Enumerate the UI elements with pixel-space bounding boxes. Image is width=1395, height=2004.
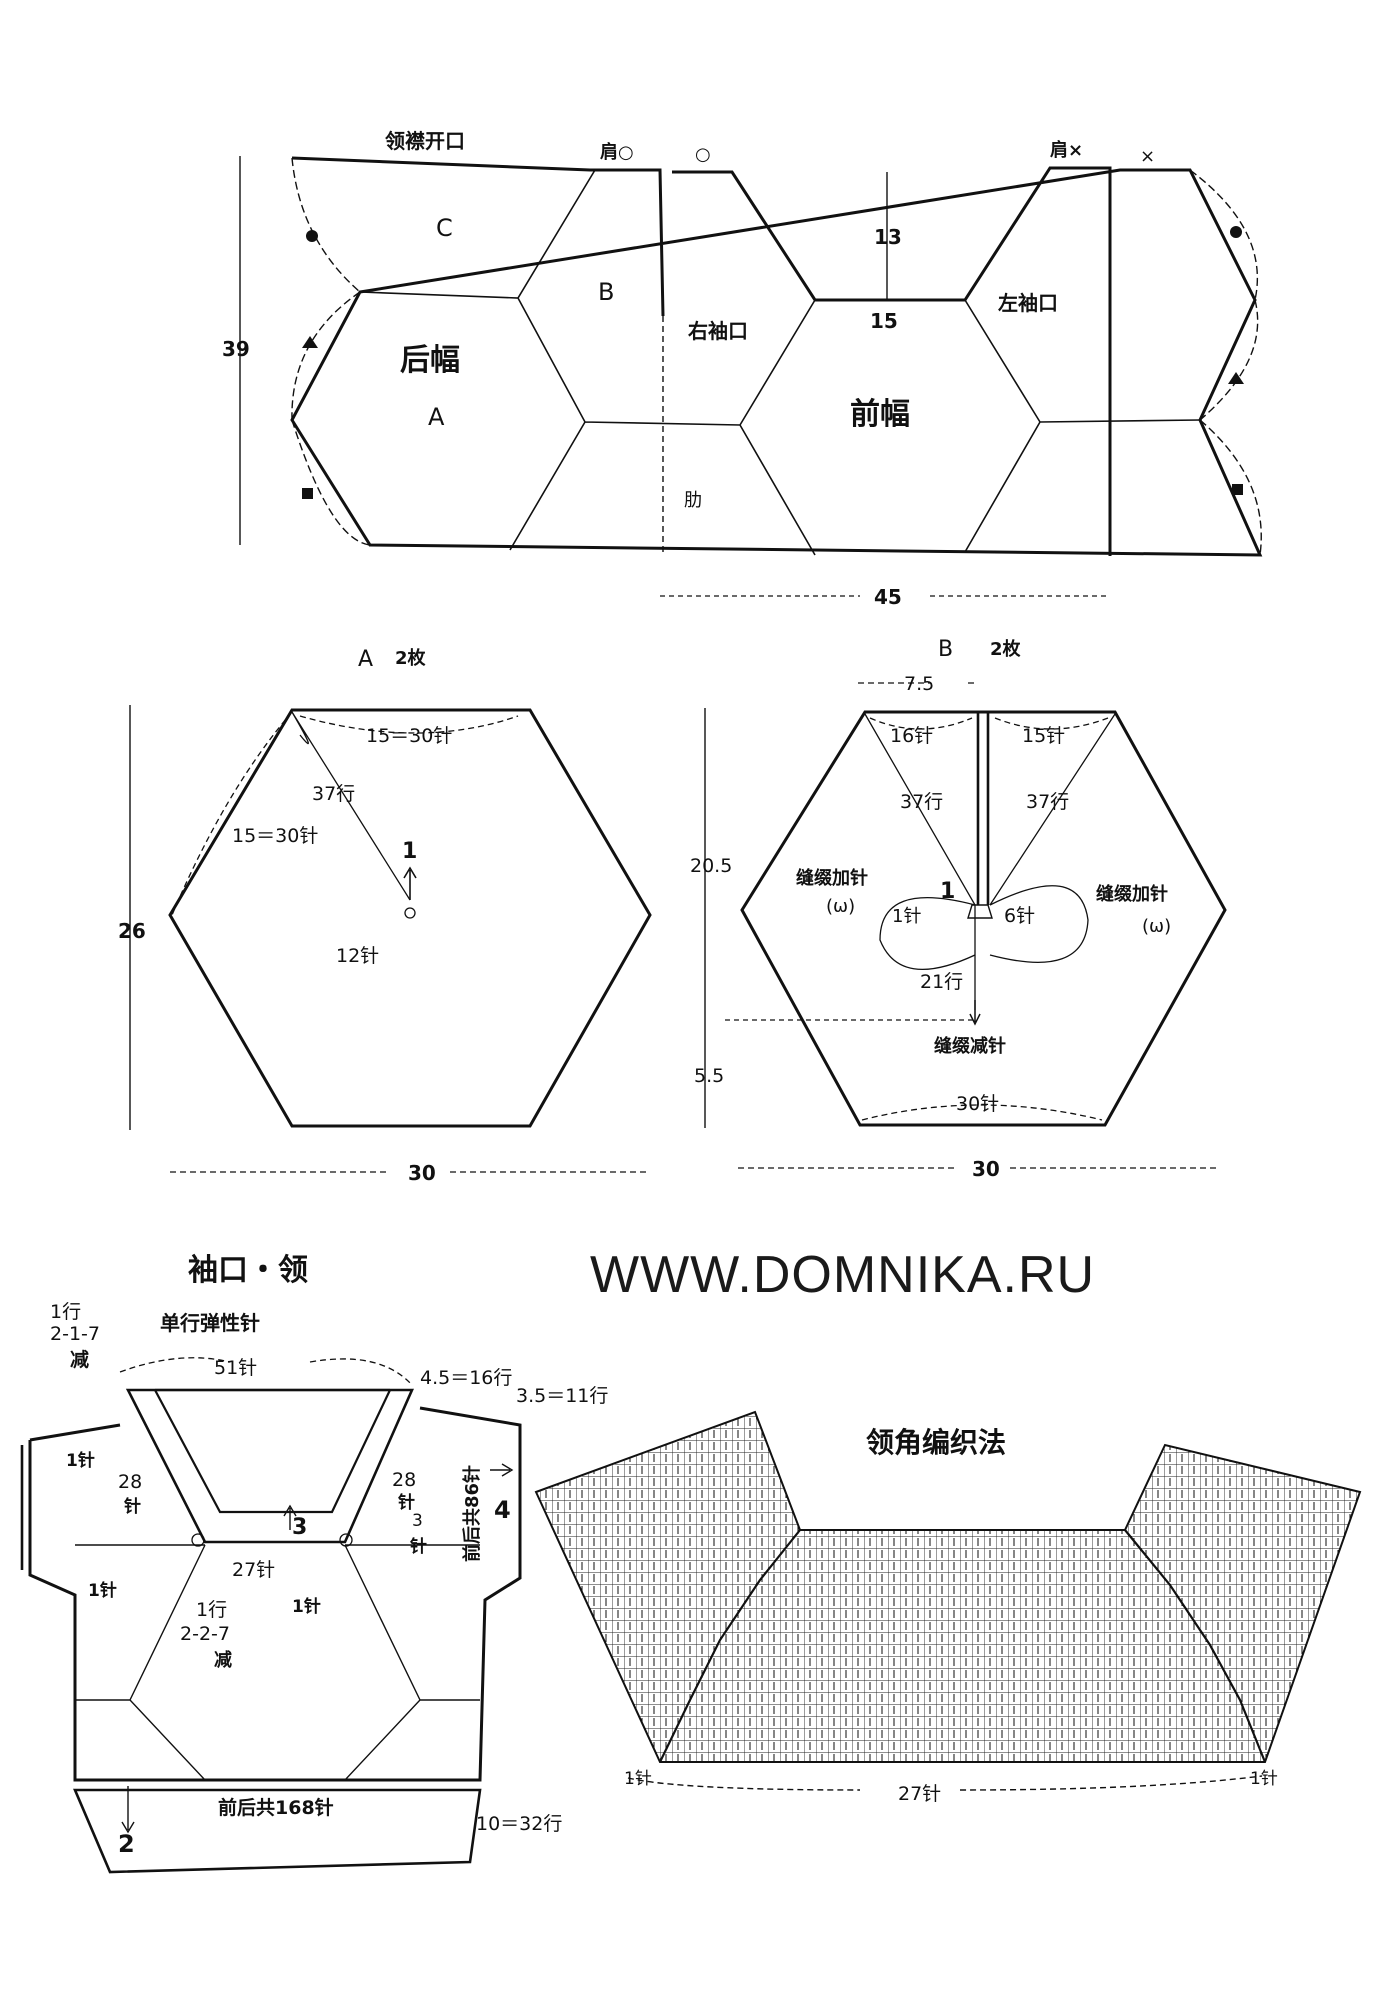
neck-depth-label: 13	[874, 225, 902, 249]
collar-chart	[534, 1410, 1362, 1791]
left-one-stitch-b: 1针	[88, 1580, 117, 1601]
hexagon-a-count: 2枚	[395, 647, 427, 669]
hexagon-a-top-edge: 15＝30针	[366, 725, 452, 747]
hexagon-b	[704, 682, 1227, 1169]
shoulder-o-left-label: 肩○	[600, 141, 634, 163]
hexagon-b-left-increase: 缝缀加针	[796, 867, 868, 889]
hexagon-b-left-rows: 37行	[900, 791, 943, 813]
hem-rows: 10＝32行	[476, 1813, 562, 1835]
square-marker-icon	[302, 488, 313, 499]
hexagon-a-height: 26	[118, 919, 146, 943]
right-top-rows: 4.5＝16行	[420, 1367, 512, 1389]
hexagon-b-decrease: 缝缀减针	[934, 1035, 1006, 1057]
collar-chart-title: 领角编织法	[866, 1426, 1006, 1459]
hexagon-b-left-top: 16针	[890, 725, 933, 747]
bottom-neck-stitches: 27针	[232, 1559, 275, 1581]
cuff-collar-diagram	[20, 1357, 522, 1874]
top-stitches: 51针	[214, 1357, 257, 1379]
hexagon-b-count: 2枚	[990, 638, 1022, 660]
hexagon-b-right-rows: 37行	[1026, 791, 1069, 813]
hexagon-b-right-increase-sym: (ω)	[1142, 916, 1171, 937]
collar-chart-right-one: 1针	[1250, 1769, 1278, 1789]
shoulder-x-left-label: 肩×	[1050, 139, 1083, 161]
hexagon-b-direction: 1	[940, 879, 955, 904]
shoulder-o-right-label: ○	[695, 144, 711, 165]
hexagon-b-width: 30	[972, 1157, 1000, 1181]
layout-height-label: 39	[222, 337, 250, 361]
arrow-3-label: 3	[292, 1515, 307, 1540]
circle-marker-icon	[306, 230, 318, 242]
hexagon-b-left-center: 1针	[892, 906, 921, 927]
left-one-stitch: 1针	[66, 1450, 95, 1471]
sleeve-total: 前后共86针	[461, 1465, 483, 1562]
body-total: 前后共168针	[218, 1796, 334, 1819]
hexagon-b-top-width: 7.5	[904, 673, 934, 695]
hexagon-a	[129, 705, 652, 1173]
hexagon-a-center: 12针	[336, 945, 379, 967]
cuff-collar-subtitle: 单行弹性针	[160, 1311, 260, 1335]
circle-marker-icon	[1230, 226, 1242, 238]
hexagon-b-height-upper: 20.5	[690, 855, 732, 877]
cuff-collar-title: 袖口・领	[188, 1253, 308, 1288]
piece-c-label: C	[436, 214, 453, 242]
hexagon-b-height-lower: 5.5	[694, 1065, 724, 1087]
dec-bottom-seq: 2-2-7	[180, 1623, 230, 1645]
triangle-marker-icon	[302, 336, 318, 348]
collar-chart-grid	[534, 1410, 1362, 1763]
hexagon-a-rows: 37行	[312, 783, 355, 805]
hexagon-a-title: A	[358, 647, 373, 672]
hexagon-a-direction: 1	[402, 839, 417, 864]
right-28: 28	[392, 1469, 416, 1491]
right-3-unit: 针	[410, 1536, 427, 1557]
hexagon-b-right-increase: 缝缀加针	[1096, 883, 1168, 905]
back-panel-letter: A	[428, 403, 445, 431]
hexagon-b-bottom-rows: 21行	[920, 971, 963, 993]
neckline-opening-label: 领襟开口	[385, 129, 465, 153]
collar-chart-left-one: 1针	[624, 1769, 652, 1789]
left-28-unit: 针	[124, 1496, 141, 1517]
hexagon-b-right-center: 6针	[1004, 905, 1035, 927]
right-cuff-label: 右袖口	[688, 319, 748, 343]
hexagon-a-left-edge: 15＝30针	[232, 825, 318, 847]
layout-width-label: 45	[874, 585, 902, 609]
right-one-stitch-b: 1针	[292, 1596, 321, 1617]
layout-diagram	[239, 156, 1263, 597]
dec-top-rows: 1行	[50, 1301, 81, 1323]
dec-bottom-word: 减	[214, 1649, 232, 1671]
left-28: 28	[118, 1471, 142, 1493]
dec-bottom-rows: 1行	[196, 1599, 227, 1621]
hexagon-a-outline	[168, 708, 652, 1128]
triangle-marker-icon	[1228, 372, 1244, 384]
right-side-rows: 3.5＝11行	[516, 1385, 608, 1407]
hexagon-b-title: B	[938, 637, 953, 662]
hexagon-b-outline	[740, 710, 1227, 1127]
layout-markers	[302, 226, 1244, 499]
hexagon-b-bottom-edge: 30针	[956, 1093, 999, 1115]
dec-top-word: 减	[70, 1348, 89, 1371]
left-cuff-label: 左袖口	[998, 291, 1058, 315]
collar-chart-bottom: 27针	[898, 1783, 941, 1805]
arrow-2-label: 2	[118, 1830, 135, 1858]
front-panel-label: 前幅	[850, 397, 910, 432]
neck-width-label: 15	[870, 309, 898, 333]
hexagon-a-width: 30	[408, 1161, 436, 1185]
piece-b-label: B	[598, 278, 614, 306]
right-28-unit: 针	[398, 1492, 415, 1513]
hexagon-b-right-top: 15针	[1022, 725, 1065, 747]
arrow-4-label: 4	[494, 1496, 511, 1524]
dec-top-seq: 2-1-7	[50, 1323, 100, 1345]
watermark-text: WWW.DOMNIKA.RU	[590, 1246, 1096, 1304]
hexagon-b-left-increase-sym: (ω)	[826, 896, 855, 917]
rib-label: 肋	[684, 490, 702, 511]
shoulder-x-right-label: ×	[1140, 146, 1155, 167]
back-panel-label: 后幅	[400, 343, 460, 378]
right-3: 3	[412, 1511, 423, 1531]
square-marker-icon	[1232, 484, 1243, 495]
